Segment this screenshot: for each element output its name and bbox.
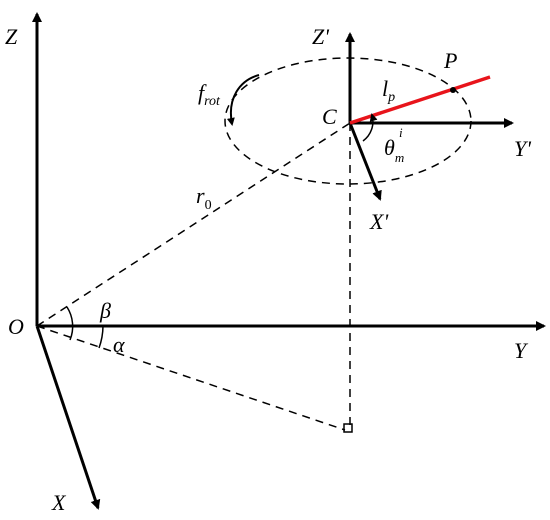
right-angle-marker [343,423,353,433]
r0-dashed-line [36,122,351,327]
theta-arc [362,113,378,142]
label-c: C [322,104,337,129]
label-z-prime: Z' [312,24,329,49]
x-prime-axis [348,122,382,201]
label-r0: r0 [196,183,212,213]
rotation-ellipse [224,57,472,185]
label-lp: lp [382,76,395,105]
beta-arc [66,306,74,341]
rod-line [349,75,491,125]
label-x: X [51,490,67,515]
label-theta-superscript: i [399,125,403,140]
label-z: Z [5,24,18,49]
label-frot: frot [198,80,221,109]
label-y-prime: Y' [514,136,531,161]
label-o: O [8,314,24,339]
label-x-prime: X' [369,209,388,234]
alpha-arc [98,325,104,349]
label-y: Y [514,338,529,363]
label-alpha: α [113,332,125,357]
label-p: P [443,48,457,73]
projection-dashed-line [36,325,346,431]
label-theta: θm [384,135,404,165]
x-axis [35,325,101,510]
label-beta: β [99,298,111,323]
rotation-arrow-icon [226,74,260,126]
point-p-marker [450,87,456,93]
